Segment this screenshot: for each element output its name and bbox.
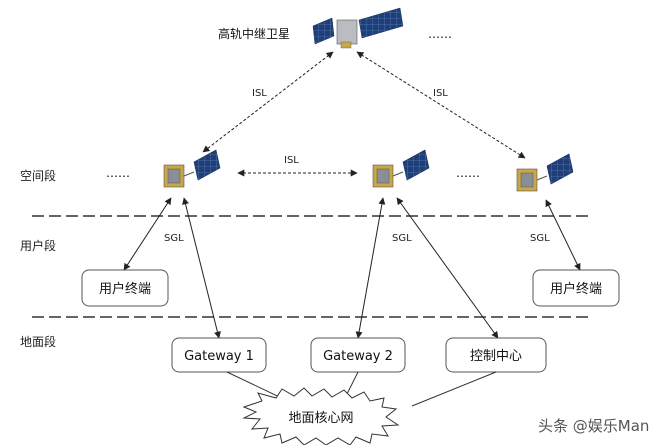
geo-satellite-label: 高轨中继卫星 — [218, 26, 290, 41]
gateway-2-label: Gateway 2 — [323, 349, 393, 364]
user-terminal-right: 用户终端 — [532, 269, 620, 307]
leo-satellite-right — [516, 153, 574, 192]
sgl-label-left: SGL — [164, 233, 184, 244]
geo-ellipsis: …… — [428, 27, 452, 41]
space-ellipsis-left: …… — [106, 166, 130, 180]
isl-label-left: ISL — [252, 88, 267, 99]
ground-core-network: 地面核心网 — [242, 387, 400, 445]
control-center-box: 控制中心 — [445, 337, 547, 373]
segment-label-space: 空间段 — [20, 168, 56, 183]
sgl-link-left-user — [123, 197, 172, 271]
sgl-label-middle: SGL — [392, 233, 412, 244]
segment-label-user: 用户段 — [20, 238, 56, 253]
watermark: 头条 @娱乐Man — [538, 417, 649, 435]
sgl-link-middle-gateway — [355, 197, 386, 339]
isl-label-right: ISL — [433, 88, 448, 99]
leo-satellite-middle — [372, 149, 430, 188]
sgl-link-middle-control — [396, 197, 499, 339]
user-terminal-left-label: 用户终端 — [99, 281, 151, 297]
gateway-2-box: Gateway 2 — [310, 337, 406, 373]
user-terminal-right-label: 用户终端 — [550, 281, 602, 297]
space-ellipsis-right: …… — [456, 166, 480, 180]
control-center-label: 控制中心 — [470, 349, 522, 364]
gateway-1-box: Gateway 1 — [171, 337, 267, 373]
link-control-core — [411, 371, 497, 407]
isl-link-geo-right — [356, 51, 526, 159]
isl-label-middle: ISL — [284, 155, 299, 166]
gateway-1-label: Gateway 1 — [184, 349, 254, 364]
sgl-link-left-gateway — [182, 197, 221, 339]
geo-relay-satellite — [312, 7, 404, 49]
sgl-label-right: SGL — [530, 233, 550, 244]
user-terminal-left: 用户终端 — [81, 269, 169, 307]
segment-label-ground: 地面段 — [20, 334, 56, 349]
leo-satellite-left — [163, 149, 221, 188]
ground-core-network-label: 地面核心网 — [288, 411, 353, 426]
isl-link-geo-left — [202, 51, 334, 153]
sgl-link-right-user — [545, 199, 581, 271]
